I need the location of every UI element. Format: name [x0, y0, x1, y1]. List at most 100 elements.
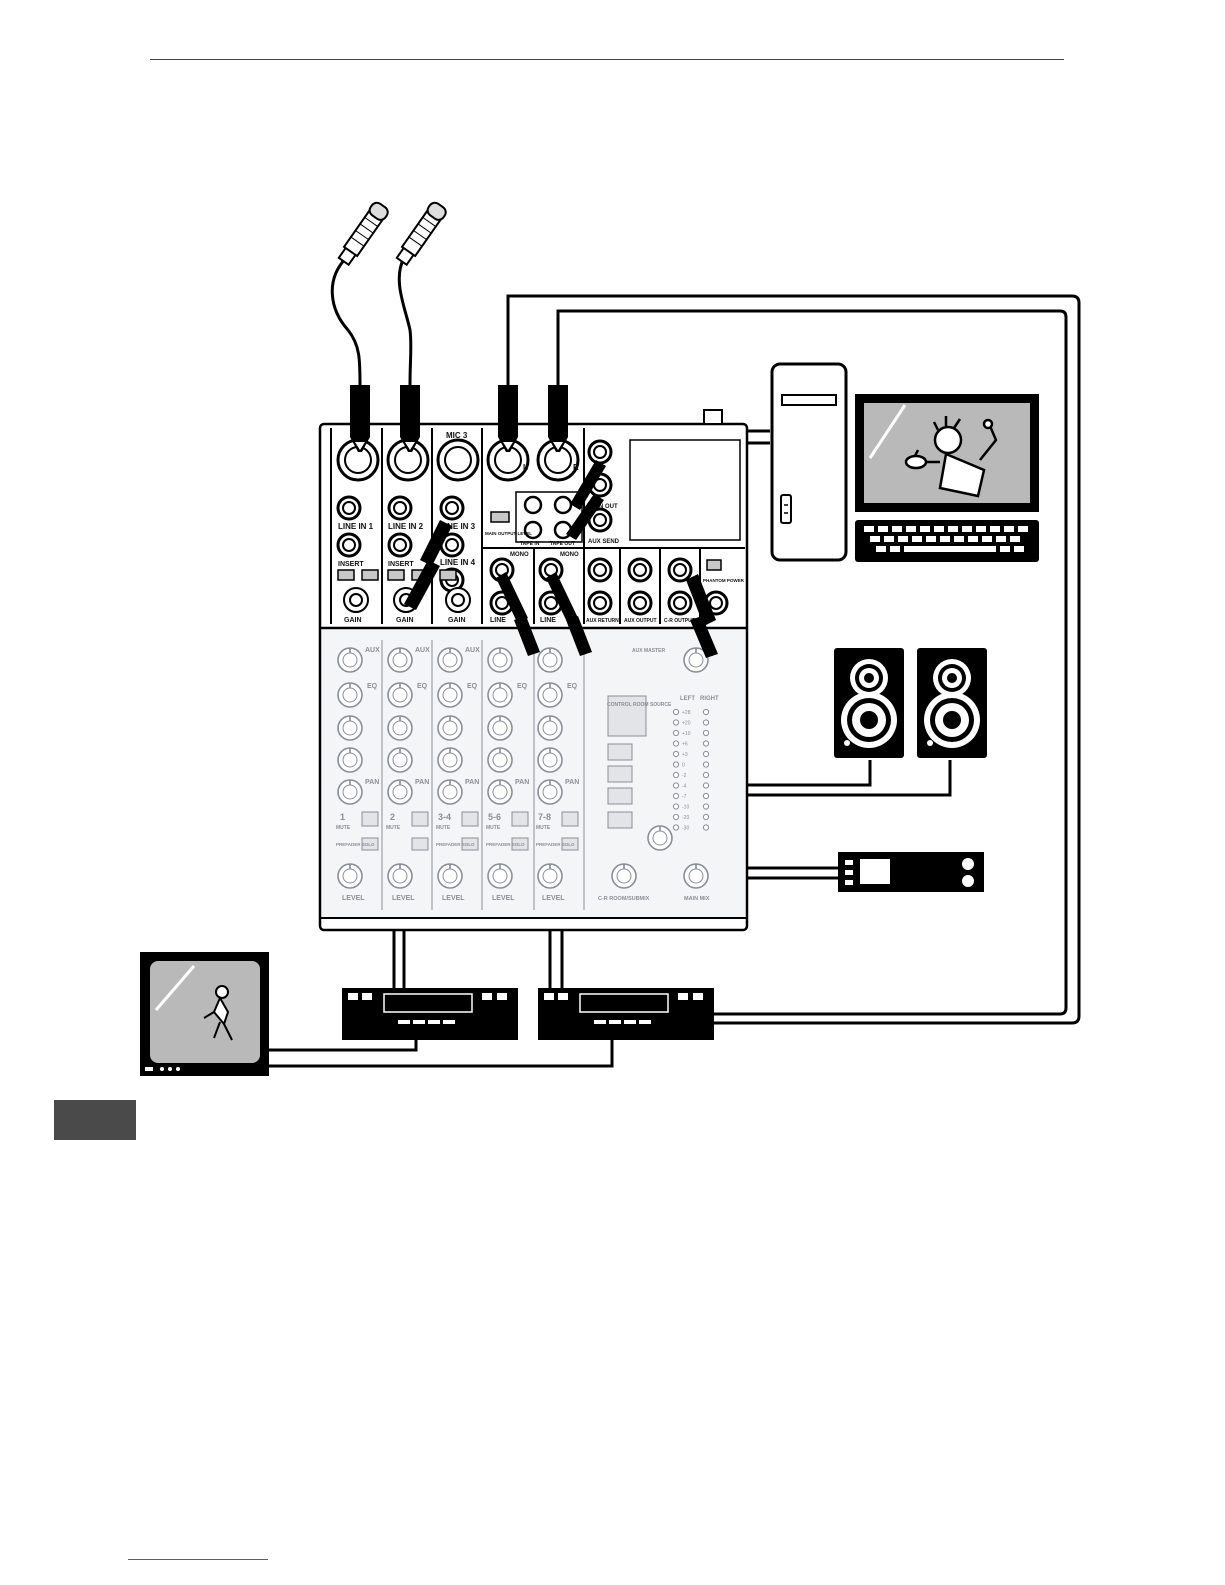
strip-label-pan-3: PAN	[465, 779, 479, 786]
strip-label-eq: EQ	[367, 683, 378, 690]
strip-ch-5-6: 5-6	[488, 812, 501, 822]
strip-label-pan-2: PAN	[415, 779, 429, 786]
master-label-control-room-source: CONTROL ROOM SOURCE	[607, 702, 672, 708]
strip-label-pan: PAN	[365, 779, 379, 786]
strip-mute-3: MUTE	[436, 825, 451, 831]
strip-label-aux: AUX	[365, 647, 380, 654]
strip-label-aux-2: AUX	[415, 647, 430, 654]
strip-mute-4: MUTE	[486, 825, 501, 831]
label-main-output-level: MAIN OUTPUT LEVEL	[485, 531, 532, 536]
meter-led	[702, 771, 710, 779]
master-label-aux-master: AUX MASTER	[632, 648, 665, 654]
meter-value-label: +10	[682, 731, 691, 737]
master-label-cr-room-submix: C-R ROOM/SUBMIX	[598, 896, 650, 902]
meter-value-label: -30	[682, 826, 689, 832]
strip-mute-1: MUTE	[336, 825, 351, 831]
meter-led	[672, 824, 680, 831]
meter-led	[702, 824, 710, 831]
label-line-1: LINE	[490, 617, 506, 624]
section-tab	[54, 1100, 136, 1140]
meter-led	[672, 750, 680, 758]
strip-mute-2: MUTE	[386, 825, 401, 831]
meter-value-label: +28	[682, 710, 691, 716]
microphone-right-icon	[395, 201, 447, 267]
mixer: LINE IN 1 LINE IN 2 LINE IN 3 LINE IN 4 …	[318, 385, 749, 932]
label-r: R	[573, 463, 579, 472]
label-aux-output: AUX OUTPUT	[624, 618, 657, 624]
meter-value-label: -20	[682, 815, 689, 821]
speaker-left-icon	[834, 648, 904, 758]
label-aux-send: AUX SEND	[588, 539, 620, 545]
label-mic-3: MIC 3	[446, 431, 468, 440]
meter-led	[672, 771, 680, 779]
strip-label-eq-3: EQ	[467, 683, 478, 690]
label-line-2: LINE	[540, 617, 556, 624]
strip-label-pan-4: PAN	[515, 779, 529, 786]
strip-label-level-5: LEVEL	[542, 895, 565, 902]
effects-processor-icon	[838, 852, 984, 892]
strip-label-eq-5: EQ	[567, 683, 578, 690]
label-line-in-4: LINE IN 4	[440, 558, 476, 567]
meter-value-label: -10	[682, 805, 689, 811]
keyboard-icon	[855, 520, 1039, 562]
meter-led	[702, 782, 710, 789]
label-gain-1: GAIN	[344, 617, 362, 624]
meter-led	[702, 740, 710, 747]
strip-prefader-solo-3: PREFADER SOLO	[436, 842, 475, 847]
master-label-right: RIGHT	[700, 696, 719, 702]
microphone-left-icon	[337, 201, 389, 267]
speaker-right-icon	[917, 648, 987, 758]
meter-led	[702, 708, 710, 716]
label-phantom-power: PHANTOM POWER	[703, 578, 745, 583]
computer-tower-icon	[770, 362, 848, 562]
computer-monitor-icon	[855, 394, 1039, 512]
label-mono-2: MONO	[560, 552, 579, 558]
meter-led	[672, 740, 680, 747]
meter-led	[672, 813, 680, 821]
meter-value-label: -4	[682, 784, 687, 790]
strip-label-level: LEVEL	[342, 895, 365, 902]
strip-ch-1: 1	[340, 812, 345, 822]
label-mono-1: MONO	[510, 552, 529, 558]
master-label-main-mix: MAIN MIX	[684, 896, 710, 902]
meter-value-label: +3	[682, 752, 688, 758]
video-monitor-icon	[140, 952, 269, 1076]
meter-value-label: 0	[682, 763, 685, 769]
strip-prefader-solo: PREFADER SOLO	[336, 842, 375, 847]
meter-led	[672, 719, 680, 726]
strip-label-level-3: LEVEL	[442, 895, 465, 902]
meter-led	[672, 729, 680, 737]
strip-label-eq-4: EQ	[517, 683, 528, 690]
meter-led	[702, 750, 710, 758]
label-cr-output: C-R OUTPUT	[664, 618, 695, 624]
strip-mute-5: MUTE	[536, 825, 551, 831]
master-label-left: LEFT	[680, 696, 695, 702]
meter-led	[702, 729, 710, 737]
label-main-out: MAIN OUT	[588, 504, 618, 510]
label-tape-in: TAPE IN	[520, 541, 540, 547]
meter-led	[672, 803, 680, 810]
meter-led	[702, 719, 710, 726]
strip-label-pan-5: PAN	[565, 779, 579, 786]
meter-led	[702, 803, 710, 810]
meter-value-label: -7	[682, 794, 687, 800]
label-l: L	[523, 463, 528, 472]
label-aux-return: AUX RETURN	[586, 618, 619, 624]
label-insert-1: INSERT	[338, 561, 364, 568]
meter-led	[672, 782, 680, 789]
label-gain-3: GAIN	[448, 617, 466, 624]
label-insert-2: INSERT	[388, 561, 414, 568]
strip-ch-3-4: 3-4	[438, 812, 451, 822]
meter-led	[672, 708, 680, 716]
strip-ch-7-8: 7-8	[538, 812, 551, 822]
meter-led	[672, 792, 680, 800]
footer-link-underline	[128, 1559, 268, 1560]
header-rule	[150, 59, 1064, 60]
meter-led	[702, 761, 710, 768]
meter-led	[672, 761, 680, 768]
label-gain-2: GAIN	[396, 617, 414, 624]
meter-value-label: +6	[682, 742, 688, 748]
strip-ch-2: 2	[390, 812, 395, 822]
strip-prefader-solo-5: PREFADER SOLO	[536, 842, 575, 847]
